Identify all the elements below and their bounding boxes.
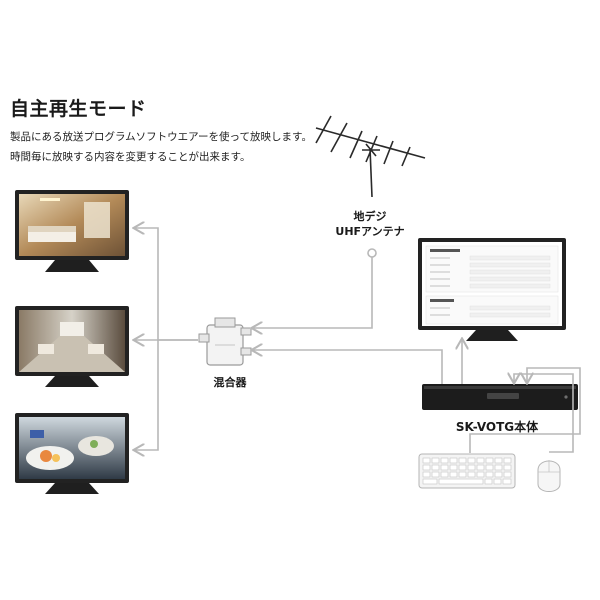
main-unit-cable xyxy=(253,350,443,384)
peripheral-cables xyxy=(469,367,581,453)
tv-monitor-2 xyxy=(15,306,129,387)
tv-feed-lines xyxy=(135,228,198,450)
main-unit-label: SK-VOTG本体 xyxy=(455,420,539,434)
antenna-label-line-2: UHFアンテナ xyxy=(335,225,405,238)
description-line-2: 時間毎に放映する内容を変更することが出来ます。 xyxy=(10,151,251,163)
mixer-label: 混合器 xyxy=(213,376,247,389)
main-unit xyxy=(422,384,578,410)
antenna-label-line-1: 地デジ xyxy=(353,210,387,223)
page-title: 自主再生モード xyxy=(10,98,147,120)
antenna-cable xyxy=(253,248,377,328)
description-line-1: 製品にある放送プログラムソフトウエアーを使って放映します。 xyxy=(10,131,312,143)
tv-monitor-1 xyxy=(15,190,129,272)
keyboard-icon xyxy=(418,453,516,489)
antenna-icon xyxy=(315,115,426,198)
mixer-icon xyxy=(198,317,252,366)
tv-monitor-3 xyxy=(15,413,129,494)
mouse-icon xyxy=(537,460,561,492)
control-monitor xyxy=(418,238,566,341)
